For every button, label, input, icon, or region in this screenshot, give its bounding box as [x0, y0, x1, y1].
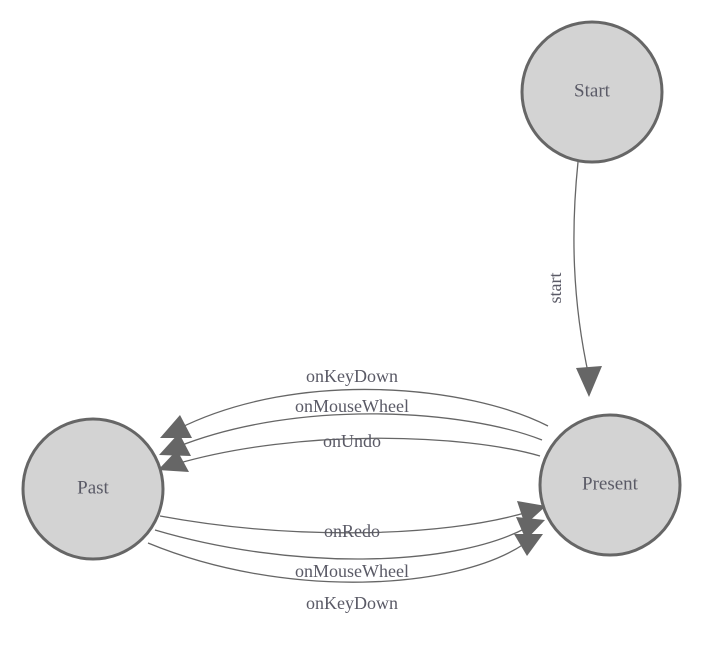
edge-start-to-present-path — [573, 161, 590, 378]
edge-start-to-present[interactable]: start — [545, 161, 602, 397]
edge-past-to-present-onmousewheel[interactable]: onMouseWheel — [154, 517, 545, 581]
node-start[interactable]: Start — [520, 20, 664, 164]
node-present[interactable]: Present — [538, 413, 682, 557]
arrowhead-present-to-past-onkeydown — [160, 415, 192, 438]
edge-present-to-past-onundo-path — [175, 437, 541, 465]
edge-present-to-past-onmousewheel[interactable]: onMouseWheel — [159, 396, 543, 456]
edge-present-to-past-onundo[interactable]: onUndo — [158, 431, 541, 472]
arrowhead-present-to-past-onundo — [158, 450, 189, 472]
edge-past-to-present-onmousewheel-path — [154, 527, 527, 560]
edge-label-past-to-present-onkeydown: onKeyDown — [306, 593, 398, 613]
node-past-label: Past — [77, 477, 109, 498]
node-past-circle — [21, 417, 165, 561]
arrowhead-start-to-present — [576, 366, 602, 397]
edge-label-start: start — [545, 273, 565, 304]
edge-present-to-past-onmousewheel-path — [176, 413, 543, 448]
edge-present-to-past-onkeydown[interactable]: onKeyDown — [160, 366, 549, 438]
node-start-circle — [520, 20, 664, 164]
node-present-circle — [538, 413, 682, 557]
edge-past-to-present-onredo[interactable]: onRedo — [159, 501, 546, 541]
edge-past-to-present-onredo-path — [159, 511, 529, 534]
edge-label-past-to-present-onredo: onRedo — [324, 521, 380, 541]
node-present-label: Present — [582, 473, 639, 494]
arrowhead-past-to-present-onkeydown — [514, 534, 543, 556]
edge-past-to-present-onkeydown[interactable]: onKeyDown — [147, 534, 543, 613]
edge-label-present-to-past-onundo: onUndo — [323, 431, 381, 451]
node-start-label: Start — [574, 80, 611, 101]
arrowhead-past-to-present-onmousewheel — [516, 517, 545, 540]
edge-present-to-past-onkeydown-path — [177, 388, 549, 430]
edge-label-present-to-past-onkeydown: onKeyDown — [306, 366, 398, 386]
edge-label-present-to-past-onmousewheel: onMouseWheel — [295, 396, 409, 416]
node-past[interactable]: Past — [21, 417, 165, 561]
edge-past-to-present-onkeydown-path — [147, 542, 525, 583]
arrowhead-present-to-past-onmousewheel — [159, 433, 191, 456]
edge-label-past-to-present-onmousewheel: onMouseWheel — [295, 561, 409, 581]
